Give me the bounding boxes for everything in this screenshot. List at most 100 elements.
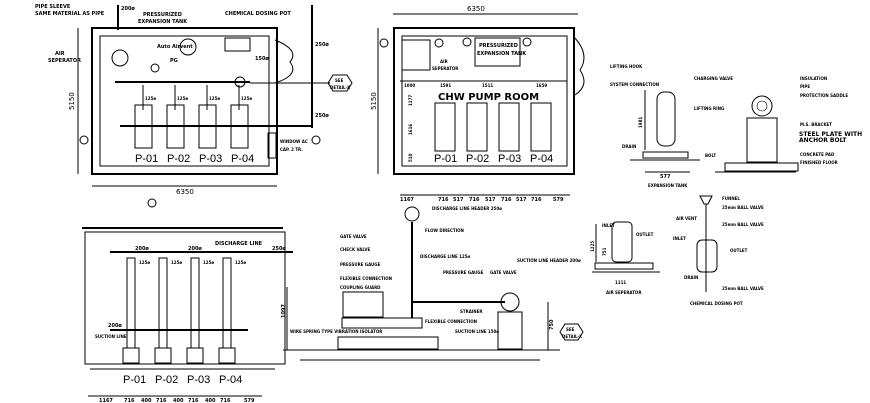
air-label: AIR bbox=[55, 51, 65, 57]
see-detail-x-tag bbox=[559, 323, 584, 341]
detail-x-label: DETAIL-X bbox=[562, 334, 582, 339]
side-dim-2: 1616 bbox=[408, 124, 413, 135]
coupling-guard-label: COUPLING GUARD bbox=[340, 285, 381, 290]
seperator-label: SEPERATOR bbox=[432, 66, 458, 71]
pipe-125-2: 125ø bbox=[171, 260, 182, 265]
caption: EXPANSION TANK bbox=[648, 183, 688, 188]
pipe-label: PIPE bbox=[800, 84, 810, 89]
base-label: 577 bbox=[660, 174, 671, 180]
pump-room-inner bbox=[401, 35, 568, 167]
spring-isolator-label: WIRE SPRING TYPE VIBRATION ISOLATOR bbox=[290, 329, 382, 334]
bottom-dim: 1167 bbox=[99, 398, 113, 403]
bottom-dim: 716 bbox=[531, 197, 542, 203]
top-dim-2: 1591 bbox=[440, 83, 451, 88]
separator-body bbox=[611, 221, 633, 263]
bottom-dim: 579 bbox=[244, 398, 255, 403]
pipe-125-label-4: 125ø bbox=[241, 96, 252, 101]
pump-label-p01: P-01 bbox=[434, 153, 457, 165]
gate-valve-2-label: GATE VALVE bbox=[490, 270, 517, 275]
pipe-125-3: 125ø bbox=[203, 260, 214, 265]
flow-direction-label: FLOW DIRECTION bbox=[425, 228, 464, 233]
pump-label-p03: P-03 bbox=[199, 153, 222, 165]
pipe-125-4: 125ø bbox=[235, 260, 246, 265]
ms-bracket-label: M.S. BRACKET bbox=[800, 122, 832, 127]
lifting-hook-label: LIFTING HOOK bbox=[610, 64, 643, 69]
valve-icon bbox=[234, 76, 246, 88]
expansion-tank-symbol bbox=[179, 38, 197, 56]
chemical-dosing-pot-detail: FUNNEL 25mm BALL VALVE AIR VENT 25mm BAL… bbox=[673, 195, 764, 306]
pipe-250-bottom-label: 250ø bbox=[315, 113, 329, 119]
expansion-tank-label: EXPANSION TANK bbox=[477, 51, 527, 57]
cap-label: CAP. 2 TR. bbox=[280, 147, 303, 152]
lifting-ring-label: LIFTING RING bbox=[694, 106, 724, 111]
concrete-pad bbox=[724, 162, 799, 172]
check-valve-label: CHECK VALVE bbox=[340, 247, 370, 252]
finished-floor-label: FINISHED FLOOR bbox=[800, 160, 838, 165]
dim-height-label: 5150 bbox=[68, 92, 76, 110]
pump-label-p02: P-02 bbox=[466, 153, 489, 165]
suction-200-label: 200ø bbox=[108, 323, 122, 329]
steel-plate-label: STEEL PLATE WITH ANCHOR BOLT bbox=[799, 131, 863, 144]
window-ac-label: WINDOW AC bbox=[280, 139, 308, 144]
same-material-label: SAME MATERIAL AS PIPE bbox=[35, 11, 105, 17]
pump-label-p01: P-01 bbox=[123, 374, 146, 386]
pipe-200-label-2: 200ø bbox=[188, 246, 202, 252]
support-column bbox=[746, 117, 778, 163]
bottom-dim: 400 bbox=[141, 398, 152, 403]
pump-assemblies bbox=[122, 257, 236, 364]
separator-base bbox=[594, 262, 654, 270]
wall-break bbox=[274, 39, 294, 84]
suction-header-label: SUCTION LINE HEADER 200ø bbox=[517, 258, 581, 263]
bottom-dim: 716 bbox=[501, 197, 512, 203]
bottom-dim: 517 bbox=[485, 197, 496, 203]
see-detail-x-tag bbox=[327, 74, 353, 92]
suction-header-circle bbox=[500, 292, 520, 312]
pipe-125-label-3: 125ø bbox=[209, 96, 220, 101]
plan-layout: 6350 5150 PRESSURIZED EXPANSION TANK AIR… bbox=[370, 5, 585, 203]
pump-motor bbox=[342, 291, 384, 318]
plan-schematic: PIPE SLEEVE SAME MATERIAL AS PIPE PRESSU… bbox=[35, 4, 353, 208]
outlet-label: OUTLET bbox=[636, 232, 654, 237]
height-label: 1097 bbox=[281, 304, 287, 318]
suction-line-label: SUCTION LINE 150ø bbox=[455, 329, 499, 334]
pipe-150-label: 150ø bbox=[255, 56, 269, 62]
drain-marker bbox=[147, 198, 157, 208]
dim-width-label: 6350 bbox=[176, 188, 194, 196]
pump-base bbox=[341, 317, 423, 329]
pump-pad-p02 bbox=[466, 102, 488, 152]
pump-label-p04: P-04 bbox=[231, 153, 254, 165]
discharge-header-circle bbox=[404, 206, 420, 222]
bottom-dim: 716 bbox=[156, 398, 167, 403]
pump-label-p03: P-03 bbox=[498, 153, 521, 165]
drain-label: DRAIN bbox=[622, 144, 636, 149]
tank-base bbox=[642, 151, 689, 159]
bottom-dim: 716 bbox=[438, 197, 449, 203]
pump-label-p02: P-02 bbox=[155, 374, 178, 386]
pressure-gauge-2-label: PRESSURE GAUGE bbox=[443, 270, 484, 275]
pipe-125-label-1: 125ø bbox=[145, 96, 156, 101]
inlet-label: INLET bbox=[602, 223, 615, 228]
concrete-pad-label: CONCRETE PAD bbox=[800, 152, 835, 157]
top-dim-4: 1659 bbox=[536, 83, 547, 88]
pump-label-p04: P-04 bbox=[530, 153, 553, 165]
pipe-125-label-2: 125ø bbox=[177, 96, 188, 101]
discharge-header-label: DISCHARGE LINE HEADER 250ø bbox=[432, 206, 502, 211]
header-stand bbox=[497, 311, 523, 350]
window-ac-unit bbox=[267, 132, 277, 159]
air-separator-symbol bbox=[111, 49, 129, 67]
insulation-label: INSULATION bbox=[800, 76, 827, 81]
dim-width-label: 6350 bbox=[467, 5, 485, 13]
marker-tank-right bbox=[522, 37, 532, 47]
seperator-label: SEPERATOR bbox=[48, 58, 81, 64]
bottom-dim: 716 bbox=[124, 398, 135, 403]
height-label: 1981 bbox=[638, 117, 643, 128]
pump-section: DISCHARGE LINE HEADER 250ø FLOW DIRECTIO… bbox=[281, 206, 584, 361]
pump-label-p04: P-04 bbox=[219, 374, 242, 386]
air-separator-box bbox=[401, 39, 431, 71]
caption: CHEMICAL DOSING POT bbox=[690, 301, 743, 306]
tank-body bbox=[656, 91, 676, 147]
pipe-support-detail: INSULATION PIPE PROTECTION SADDLE M.S. B… bbox=[705, 76, 848, 173]
system-connection-label: SYSTEM CONNECTION bbox=[610, 82, 659, 87]
pipe-125-1: 125ø bbox=[139, 260, 150, 265]
